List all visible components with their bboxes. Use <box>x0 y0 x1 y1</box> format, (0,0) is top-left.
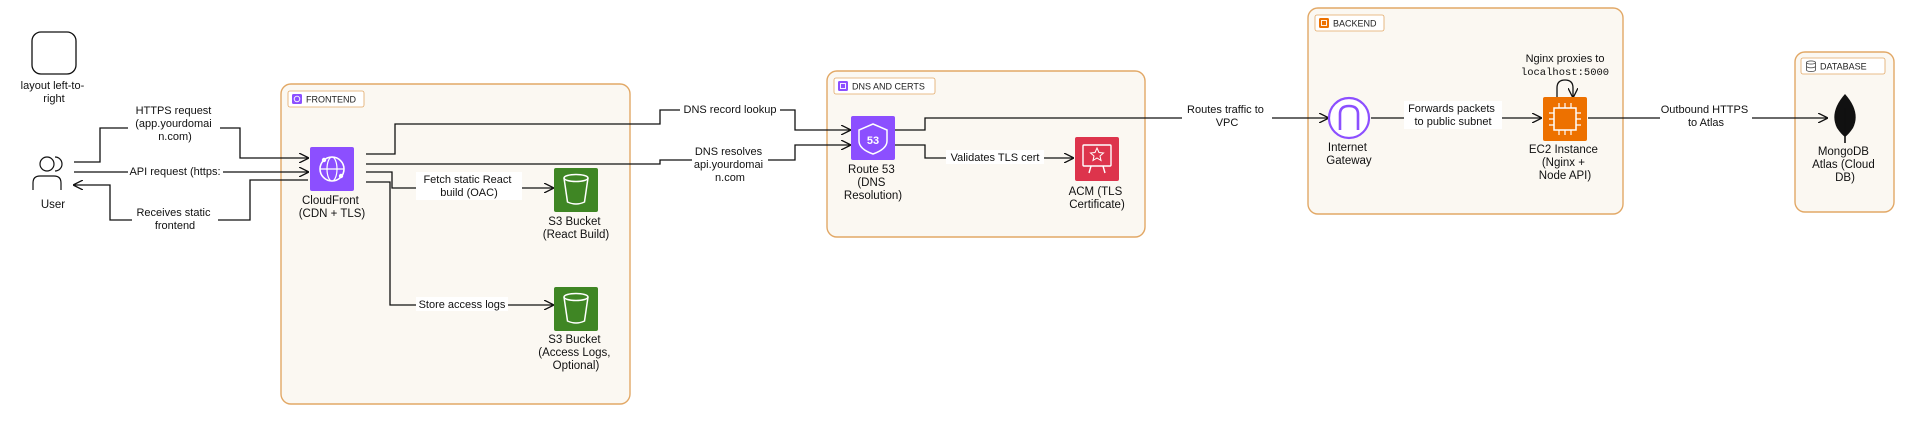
svg-text:Store access logs: Store access logs <box>419 299 506 311</box>
edge-dns-lookup[interactable] <box>366 109 850 155</box>
svg-text:Forwards packets to publ: Forwards packets to public subnet <box>1408 103 1498 128</box>
acm-label: ACM (TLS Certificate) <box>1069 186 1126 211</box>
backend-group-title: BACKEND <box>1333 19 1377 29</box>
database-icon <box>1806 60 1816 73</box>
edge-routes-traffic[interactable] <box>894 118 1328 131</box>
s3-access-logs-node[interactable]: S3 Bucket (Access Logs, Optional) <box>538 287 613 372</box>
s3-access-logs-label: S3 Bucket (Access Logs, Optional) <box>538 334 613 372</box>
svg-text:DNS resolves api.yourdom: DNS resolves api.yourdomai n.com <box>694 146 766 184</box>
s3-bucket-icon <box>554 287 598 331</box>
svg-text:Nginx proxies to: Nginx proxies to <box>1526 53 1605 65</box>
edge-label-https-request: HTTPS request (app.yourdomai n.com) <box>128 103 220 148</box>
edge-label-nginx-proxies: Nginx proxies to localhost:5000 <box>1521 53 1609 79</box>
acm-node[interactable]: ACM (TLS Certificate) <box>1069 137 1126 211</box>
edge-label-api-request: API request (https: <box>128 164 223 178</box>
internet-gateway-node[interactable]: Internet Gateway <box>1326 96 1372 167</box>
mongodb-leaf-icon <box>1834 94 1856 143</box>
legend-shape <box>31 31 77 75</box>
database-group-title: DATABASE <box>1820 62 1867 72</box>
user-icon <box>32 156 63 190</box>
ec2-chip-icon <box>1543 97 1587 141</box>
edge-label-fetch-static: Fetch static React build (OAC) <box>416 172 522 200</box>
user-node[interactable]: User <box>32 156 65 211</box>
dns-group-icon <box>838 81 848 91</box>
internet-gateway-label: Internet Gateway <box>1326 142 1372 167</box>
route53-node[interactable]: 53 Route 53 (DNS Resolution) <box>844 116 902 202</box>
ec2-instance-label: EC2 Instance (Nginx + Node API) <box>1529 144 1601 182</box>
svg-text:Validates TLS cert: Validates TLS cert <box>951 152 1040 164</box>
svg-text:API request (https:: API request (https: <box>129 166 220 178</box>
svg-text:DNS record lookup: DNS record lookup <box>684 104 777 116</box>
edge-label-routes-traffic: Routes traffic to VPC <box>1182 102 1272 130</box>
legend-label: layout left-to- right <box>21 80 88 105</box>
svg-text:localhost:5000: localhost:5000 <box>1521 67 1609 79</box>
edge-label-receives-static: Receives static frontend <box>132 205 218 233</box>
svg-text:Receives static frontend: Receives static frontend <box>136 207 213 232</box>
route53-label: Route 53 (DNS Resolution) <box>844 164 902 202</box>
svg-text:Routes traffic to VPC: Routes traffic to VPC <box>1187 104 1267 129</box>
edge-nginx-proxies[interactable] <box>1556 79 1573 100</box>
mongodb-node[interactable]: MongoDB Atlas (Cloud DB) <box>1812 94 1878 184</box>
edge-label-dns-lookup: DNS record lookup <box>680 102 780 116</box>
cloudfront-group-icon <box>292 94 302 104</box>
s3-react-build-label: S3 Bucket (React Build) <box>543 216 610 241</box>
svg-text:Outbound HTTPS to Atlas: Outbound HTTPS to Atlas <box>1661 104 1752 129</box>
cloudfront-icon <box>310 147 354 191</box>
route53-icon: 53 <box>851 116 895 160</box>
internet-gateway-icon <box>1327 96 1371 140</box>
cloudfront-label: CloudFront (CDN + TLS) <box>299 195 366 220</box>
ec2-group-icon <box>1319 18 1329 28</box>
dns-group-title: DNS AND CERTS <box>852 82 925 92</box>
acm-certificate-icon <box>1075 137 1119 181</box>
s3-bucket-icon <box>554 168 598 212</box>
edge-label-validates-tls: Validates TLS cert <box>946 150 1044 164</box>
cloudfront-node[interactable]: CloudFront (CDN + TLS) <box>299 147 366 220</box>
svg-text:53: 53 <box>867 135 879 147</box>
frontend-group-title: FRONTEND <box>306 95 356 105</box>
edge-label-dns-resolves: DNS resolves api.yourdomai n.com <box>692 145 768 187</box>
edge-label-store-logs: Store access logs <box>416 297 508 311</box>
s3-react-build-node[interactable]: S3 Bucket (React Build) <box>543 168 610 241</box>
edge-label-forwards-packets: Forwards packets to public subnet <box>1404 101 1502 129</box>
user-label: User <box>41 199 65 211</box>
mongodb-label: MongoDB Atlas (Cloud DB) <box>1812 146 1878 184</box>
ec2-instance-node[interactable]: EC2 Instance (Nginx + Node API) <box>1529 97 1601 182</box>
edge-label-outbound-https: Outbound HTTPS to Atlas <box>1660 102 1752 130</box>
svg-text:Fetch static React build: Fetch static React build (OAC) <box>423 174 514 199</box>
svg-text:HTTPS request (app.yourd: HTTPS request (app.yourdomai n.com) <box>135 105 215 143</box>
